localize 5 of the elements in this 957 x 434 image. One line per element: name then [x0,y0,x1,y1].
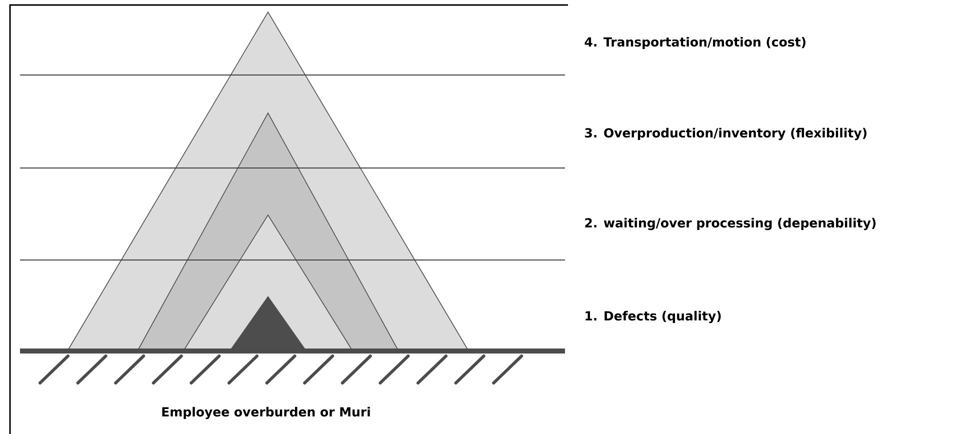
level-label: 2. waiting/over processing (depenability) [585,218,876,230]
level-label: 4. Transportation/motion (cost) [584,36,806,50]
base-caption: Employee overburden or Muri [162,406,370,420]
level-label: 1. Defects (quality) [586,310,721,324]
level-label: 3. Overproduction/inventory (flexibility) [585,128,866,140]
